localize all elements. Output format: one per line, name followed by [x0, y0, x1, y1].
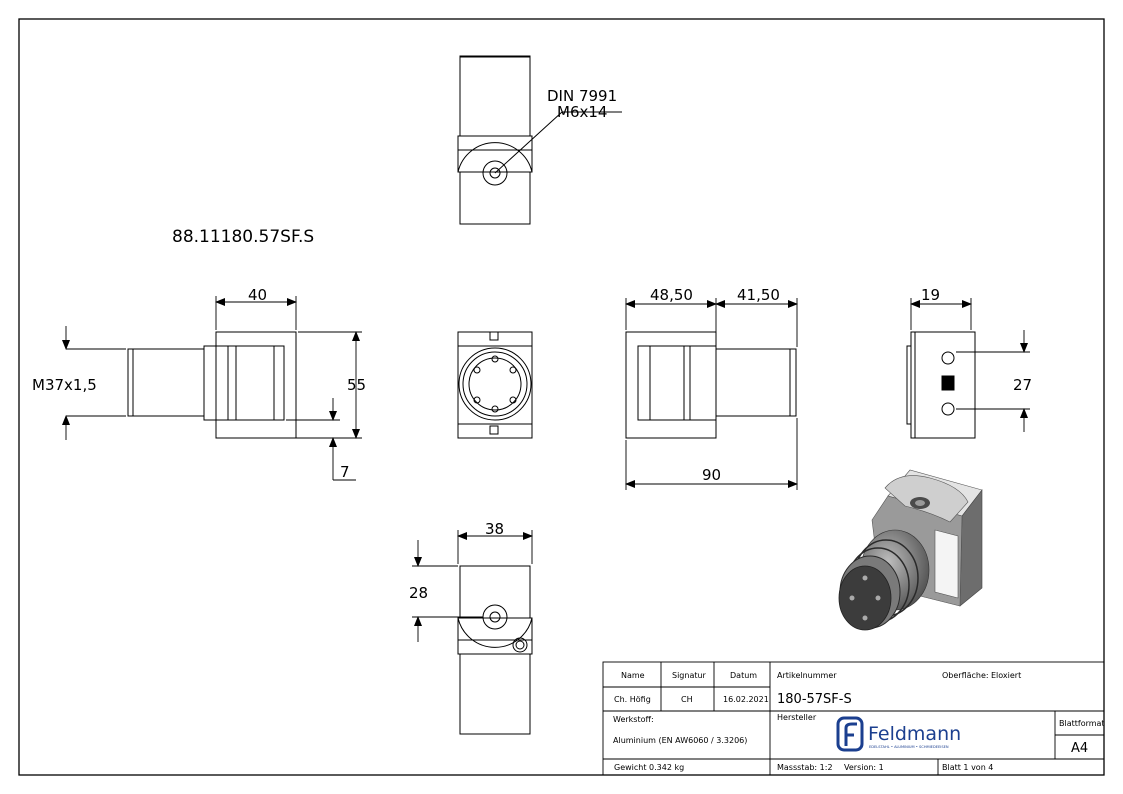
- bottom-dims: [412, 530, 533, 642]
- tb-datum: 16.02.2021: [723, 695, 769, 704]
- tb-oberflaeche-label: Oberfläche:: [942, 671, 989, 680]
- dim-bottom-height: 28: [409, 584, 428, 602]
- right-view: [906, 331, 976, 439]
- side-dims: [625, 298, 798, 490]
- bottom-view: [457, 565, 533, 735]
- callout-screw: M6x14: [557, 103, 607, 121]
- tb-blatt: Blatt 1 von 4: [942, 763, 993, 772]
- front-view: [457, 331, 533, 439]
- tb-artikelnummer: 180-57SF-S: [777, 692, 852, 707]
- tb-brand: Feldmann: [868, 723, 961, 745]
- tb-artikelnummer-label: Artikelnummer: [777, 671, 837, 680]
- callout-din: DIN 7991: [547, 87, 617, 105]
- top-view: [457, 55, 622, 225]
- dim-hole-spacing: 27: [1013, 376, 1032, 394]
- feldmann-logo-icon: [836, 716, 864, 752]
- dim-total: 90: [702, 466, 721, 484]
- tb-name: Ch. Höfig: [614, 695, 651, 704]
- dim-len-a: 48,50: [650, 286, 693, 304]
- title-block: [602, 661, 1105, 776]
- tb-werkstoff-label: Werkstoff:: [613, 715, 654, 724]
- part-code: 88.11180.57SF.S: [172, 227, 314, 247]
- tb-blattformat: A4: [1071, 741, 1088, 756]
- left-view: [127, 331, 297, 439]
- dim-side-width: 19: [921, 286, 940, 304]
- dim-width-top: 40: [248, 286, 267, 304]
- tb-werkstoff: Aluminium (EN AW6060 / 3.3206): [613, 736, 747, 745]
- tb-signatur: CH: [681, 695, 693, 704]
- tb-head-signatur: Signatur: [672, 671, 707, 680]
- tb-oberflaeche: Eloxiert: [991, 671, 1021, 680]
- tb-version: Version: 1: [844, 763, 884, 772]
- dim-thread: M37x1,5: [32, 376, 97, 394]
- tb-head-name: Name: [621, 671, 645, 680]
- tb-blattformat-label: Blattformat: [1059, 719, 1105, 728]
- tb-brand-tagline: EDELSTAHL • ALUMINIUM • SCHMIEDEEISEN: [869, 745, 949, 749]
- left-dims: [62, 296, 362, 481]
- right-dims: [910, 298, 1030, 432]
- tb-massstab: Massstab: 1:2: [777, 763, 833, 772]
- dim-offset: 7: [340, 463, 350, 481]
- sheet-border: [18, 18, 1105, 776]
- tb-hersteller-label: Hersteller: [777, 713, 817, 722]
- dim-height: 55: [347, 376, 366, 394]
- tb-head-datum: Datum: [730, 671, 757, 680]
- side-view: [625, 331, 797, 439]
- isometric-render: [838, 469, 983, 631]
- tb-gewicht: Gewicht 0.342 kg: [614, 763, 684, 772]
- dim-bottom-width: 38: [485, 520, 504, 538]
- dim-len-b: 41,50: [737, 286, 780, 304]
